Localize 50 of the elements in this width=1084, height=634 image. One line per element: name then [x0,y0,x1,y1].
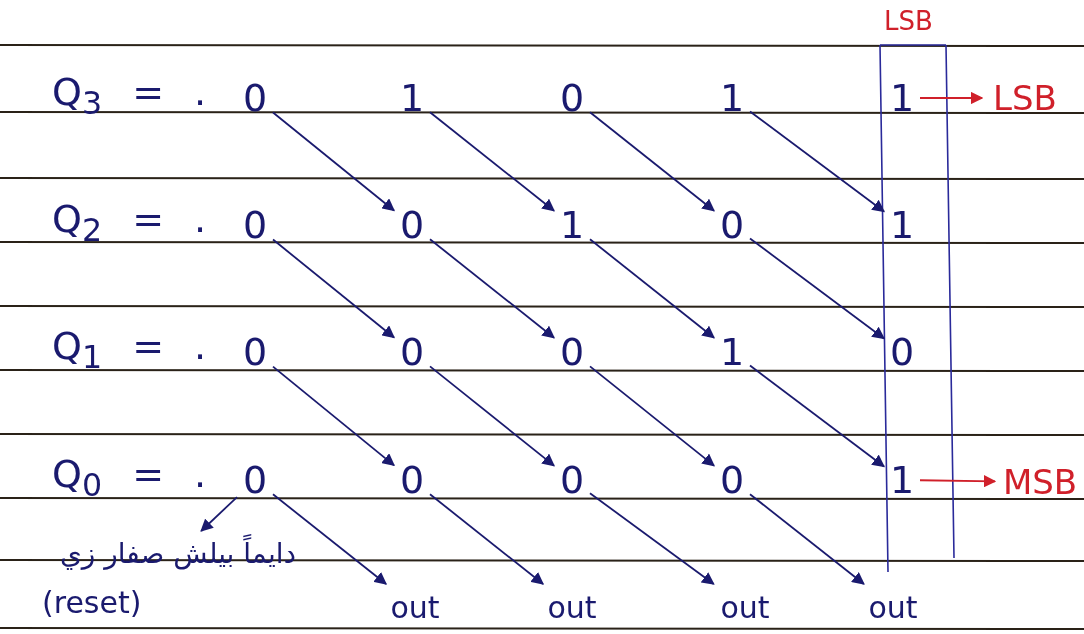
digit: 0 [557,458,587,502]
digit: 1 [397,76,427,120]
digit: 0 [240,203,270,247]
digit: 0 [240,458,270,502]
digit: 1 [887,458,917,502]
arrow [272,238,395,339]
arrow [589,238,715,339]
arrow [272,365,395,467]
digit: 0 [887,330,917,374]
column-heading: LSB [884,6,933,36]
out-label: out [540,587,604,627]
digit: 0 [397,458,427,502]
arrow [272,111,395,212]
out-label: out [713,587,777,627]
arrow [429,365,555,467]
digit: 0 [397,330,427,374]
digit: 0 [240,330,270,374]
arrow [749,493,865,585]
arrow [429,493,544,585]
digit: 1 [717,76,747,120]
digit: 1 [717,330,747,374]
arrow [589,365,715,467]
arrow [919,474,997,488]
register-label: Q$_{2}$ = . [52,197,207,248]
digit: 1 [557,203,587,247]
digit: 1 [887,76,917,120]
register-label: Q$_{1}$ = . [52,324,207,375]
arrow [200,496,238,532]
arrow [749,364,885,468]
arrow [919,91,984,105]
digit: 0 [717,203,747,247]
digit: 0 [717,458,747,502]
arrow [429,111,555,212]
bit-label: MSB [998,462,1082,502]
digit: 0 [240,76,270,120]
reset-label: (reset) [42,585,142,620]
out-label: out [861,587,925,627]
arrow [589,111,715,212]
arrow [749,110,885,213]
digit: 0 [397,203,427,247]
arrow [589,492,715,585]
digit: 0 [557,330,587,374]
arrow [749,237,885,340]
arrow [272,493,387,585]
out-label: out [383,587,447,627]
digit: 1 [887,203,917,247]
digit: 0 [557,76,587,120]
bit-label: LSB [985,78,1065,118]
arrow [429,238,555,339]
register-label: Q$_{0}$ = . [52,452,207,503]
